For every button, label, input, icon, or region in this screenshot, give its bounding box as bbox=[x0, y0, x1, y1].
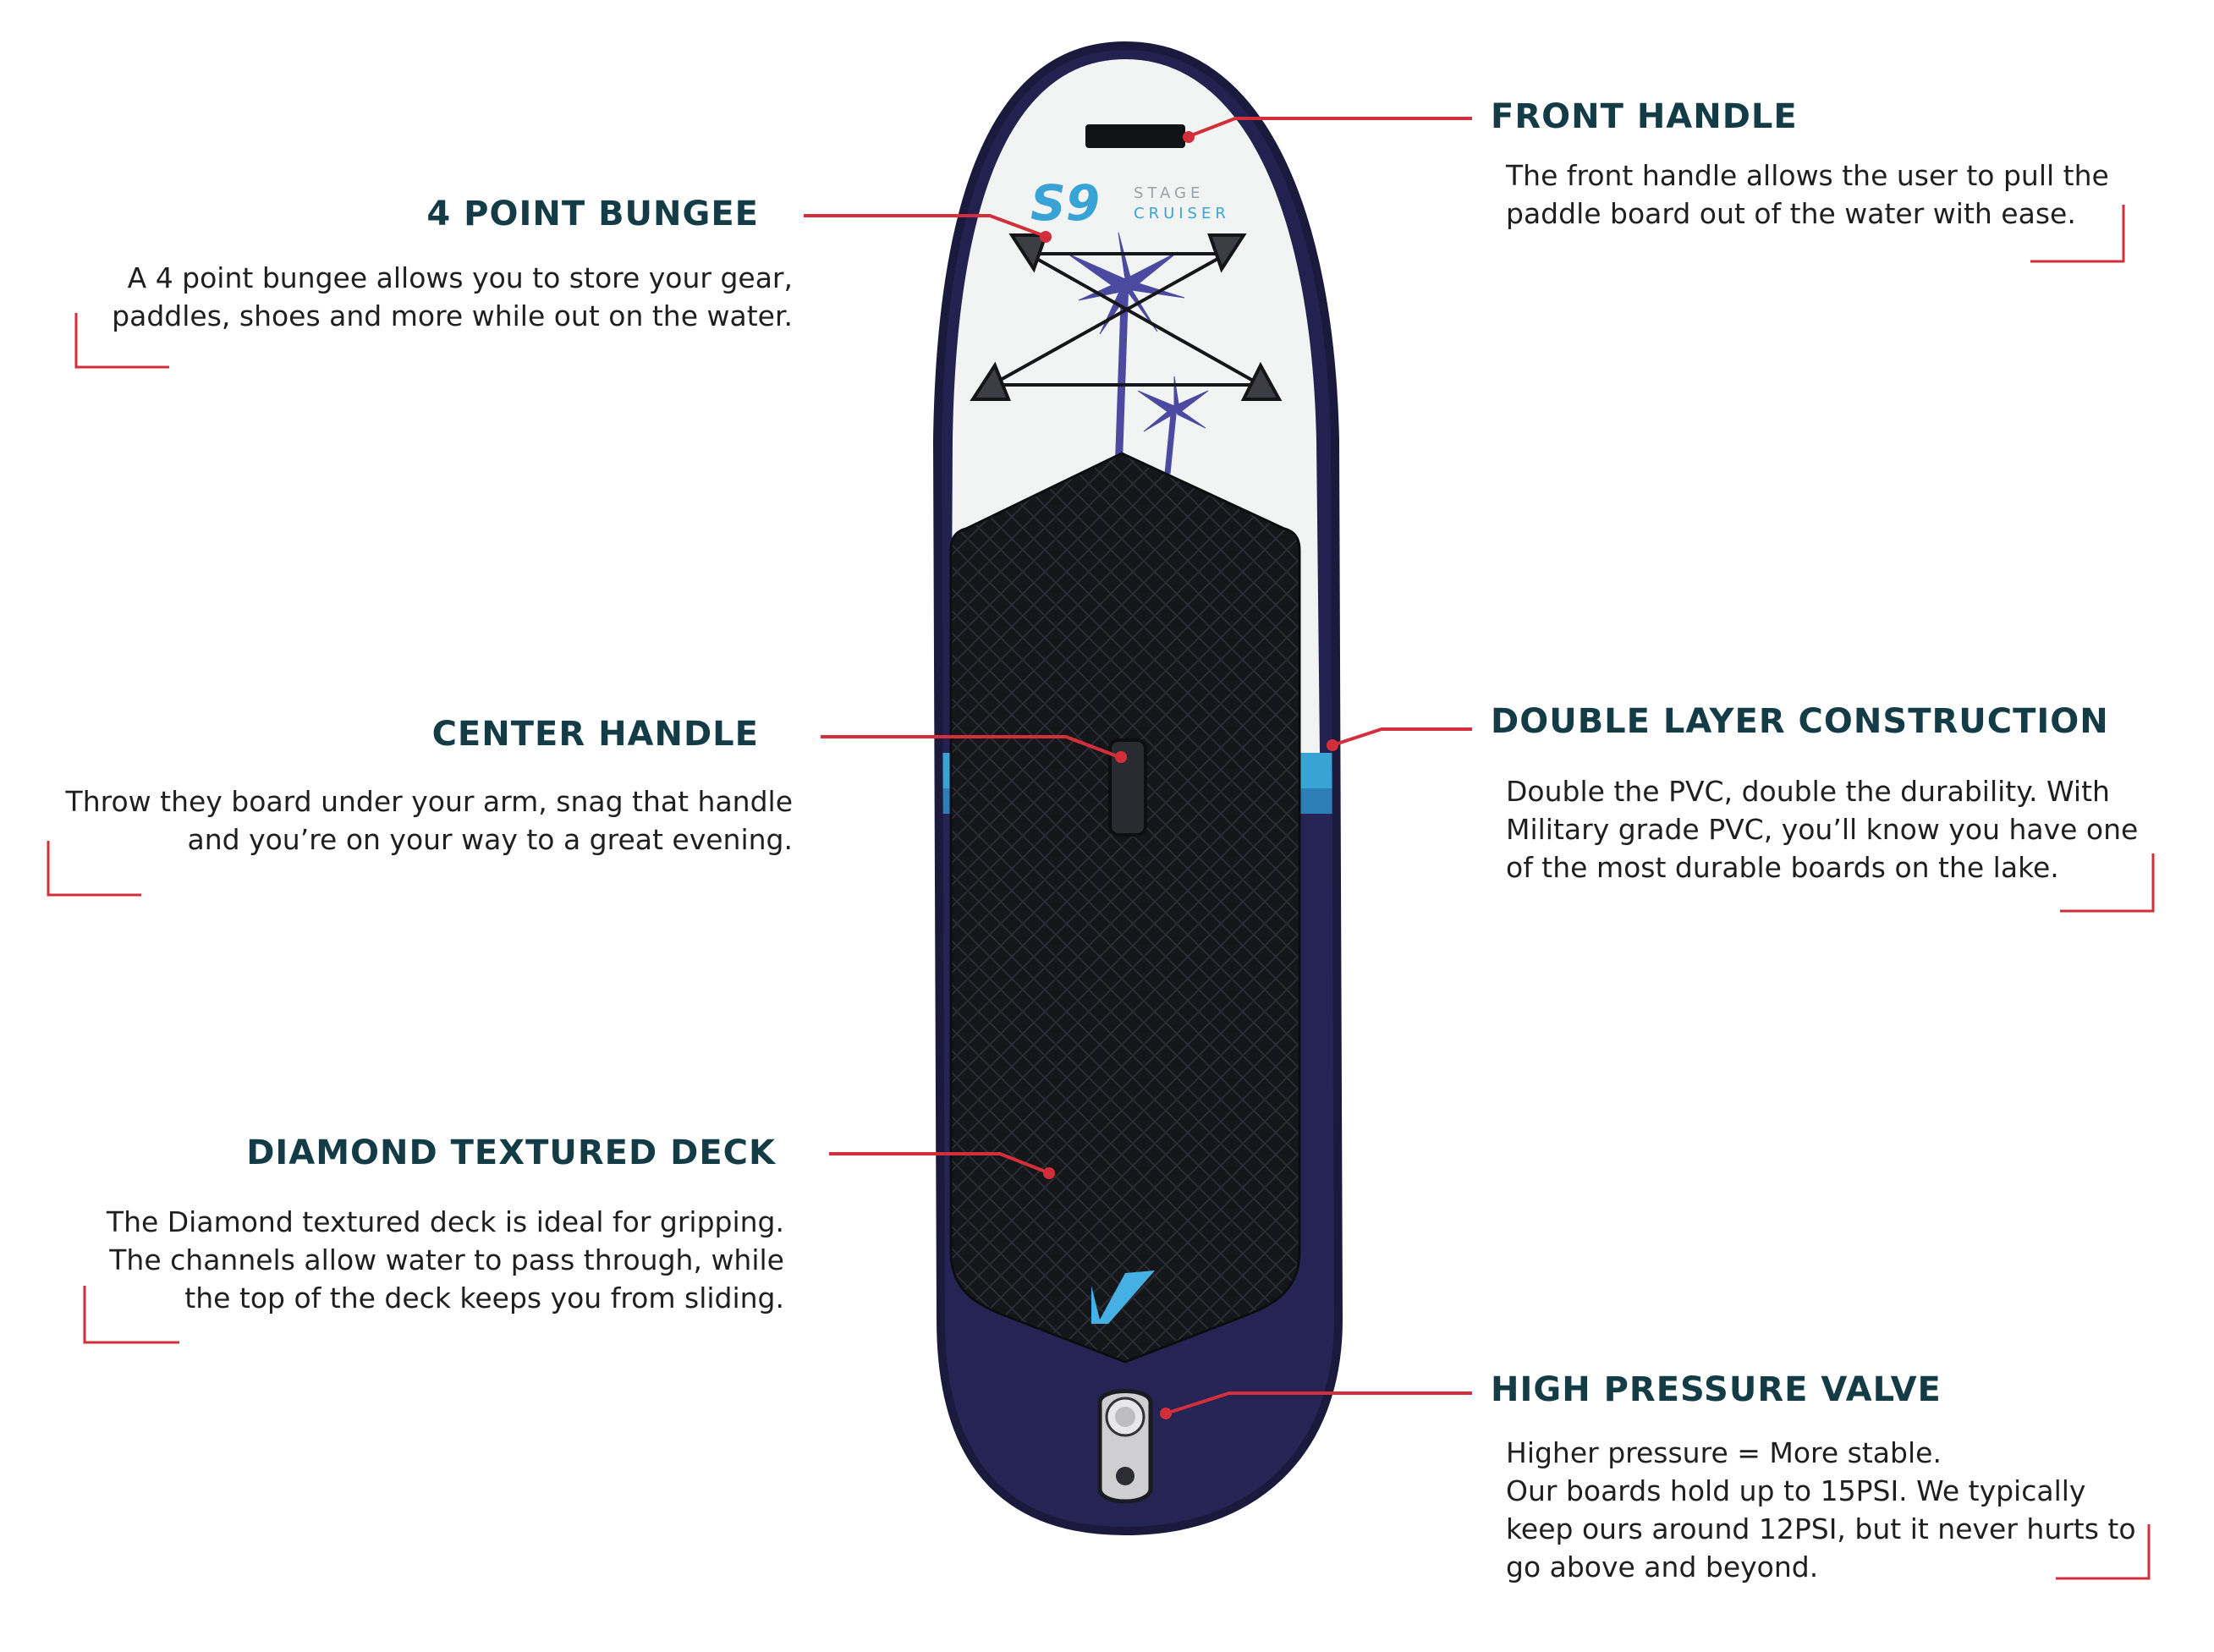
logo-sub-1: STAGE bbox=[1134, 184, 1204, 202]
double-layer-description: Double the PVC, double the durability. W… bbox=[1506, 772, 2138, 886]
bungee-anchors bbox=[970, 233, 1283, 401]
front-handle bbox=[1085, 124, 1185, 148]
description-line: Military grade PVC, you’ll know you have… bbox=[1506, 813, 2139, 846]
center-handle-description: Throw they board under your arm, snag th… bbox=[66, 782, 793, 859]
description-line: Double the PVC, double the durability. W… bbox=[1506, 775, 2110, 808]
double-layer-leader bbox=[1332, 727, 1472, 747]
center-handle-title: CENTER HANDLE bbox=[431, 715, 759, 754]
callout-lines bbox=[804, 117, 1472, 1415]
bungee-cords bbox=[991, 252, 1261, 387]
valve-icon bbox=[1097, 1389, 1153, 1504]
front-handle-description: The front handle allows the user to pull… bbox=[1506, 156, 2109, 233]
description-line: the top of the deck keeps you from slidi… bbox=[184, 1282, 784, 1314]
callout-dots bbox=[1040, 131, 1338, 1419]
description-line: Our boards hold up to 15PSI. We typicall… bbox=[1506, 1474, 2086, 1507]
logo-mark: S9 bbox=[1030, 174, 1100, 232]
description-line: Throw they board under your arm, snag th… bbox=[65, 785, 793, 818]
description-line: The front handle allows the user to pull… bbox=[1506, 159, 2109, 192]
description-line: and you’re on your way to a great evenin… bbox=[187, 823, 794, 856]
bungee-title: 4 POINT BUNGEE bbox=[426, 195, 759, 233]
description-line: of the most durable boards on the lake. bbox=[1506, 851, 2059, 884]
valve-title: HIGH PRESSURE VALVE bbox=[1491, 1370, 1942, 1409]
corner-brackets bbox=[47, 205, 2155, 1580]
bungee-description: A 4 point bungee allows you to store you… bbox=[112, 259, 793, 335]
valve-description: Higher pressure = More stable. Our board… bbox=[1506, 1434, 2136, 1586]
center-handle-leader bbox=[821, 735, 1120, 759]
description-line: paddles, shoes and more while out on the… bbox=[112, 299, 793, 332]
bungee-leader bbox=[804, 214, 1043, 237]
double-layer-title: DOUBLE LAYER CONSTRUCTION bbox=[1491, 702, 2109, 741]
deck-brand-icon bbox=[1091, 1271, 1155, 1324]
description-line: A 4 point bungee allows you to store you… bbox=[127, 261, 793, 294]
logo-sub-2: CRUISER bbox=[1134, 205, 1230, 222]
board-logo: S9 STAGE CRUISER bbox=[1030, 174, 1230, 232]
front-handle-leader bbox=[1186, 117, 1472, 139]
description-line: The channels allow water to pass through… bbox=[109, 1243, 784, 1276]
description-line: paddle board out of the water with ease. bbox=[1506, 197, 2076, 230]
description-line: The Diamond textured deck is ideal for g… bbox=[106, 1205, 784, 1238]
deck-title: DIAMOND TEXTURED DECK bbox=[246, 1133, 776, 1172]
deck-leader bbox=[829, 1152, 1048, 1174]
description-line: Higher pressure = More stable. bbox=[1506, 1436, 1942, 1469]
front-handle-title: FRONT HANDLE bbox=[1491, 97, 1798, 136]
deck-pad bbox=[949, 452, 1301, 1364]
center-handle bbox=[1108, 738, 1147, 837]
deck-description: The Diamond textured deck is ideal for g… bbox=[107, 1203, 784, 1317]
description-line: keep ours around 12PSI, but it never hur… bbox=[1506, 1512, 2136, 1545]
description-line: go above and beyond. bbox=[1506, 1550, 1819, 1583]
valve-leader bbox=[1165, 1391, 1472, 1415]
